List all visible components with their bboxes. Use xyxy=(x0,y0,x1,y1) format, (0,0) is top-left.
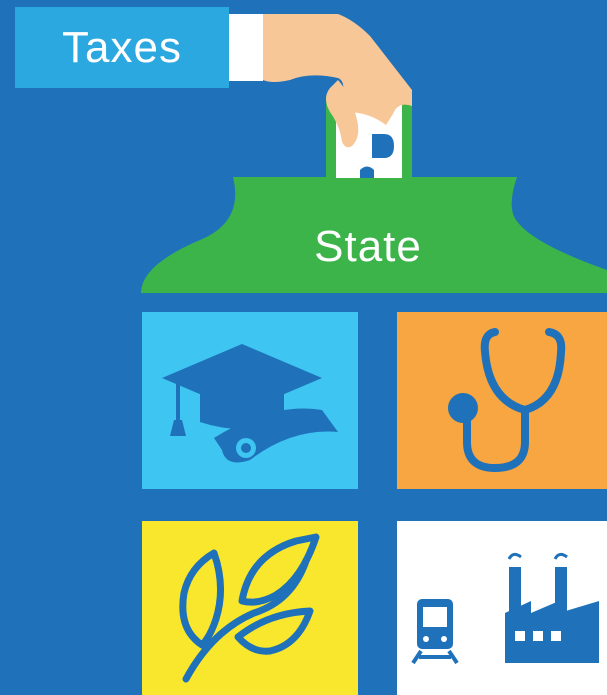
leaf-icon xyxy=(179,533,320,683)
taxes-label: Taxes xyxy=(62,22,182,72)
hand-icon xyxy=(263,14,412,125)
train-icon xyxy=(411,599,459,665)
state-bag xyxy=(141,177,607,293)
education-tile xyxy=(142,312,358,489)
hand-finger xyxy=(326,80,359,148)
factory-icon xyxy=(505,552,599,663)
infrastructure-tile xyxy=(397,521,607,695)
taxes-box: Taxes xyxy=(15,7,229,88)
sleeve-cuff xyxy=(229,14,263,81)
hand-and-bag-illustration xyxy=(141,14,607,293)
environment-tile xyxy=(142,521,358,695)
stethoscope-icon xyxy=(463,328,566,473)
health-tile xyxy=(397,312,607,489)
graduation-cap-diploma-icon xyxy=(162,344,338,463)
state-label: State xyxy=(314,222,422,271)
stethoscope-chestpiece xyxy=(448,393,478,423)
